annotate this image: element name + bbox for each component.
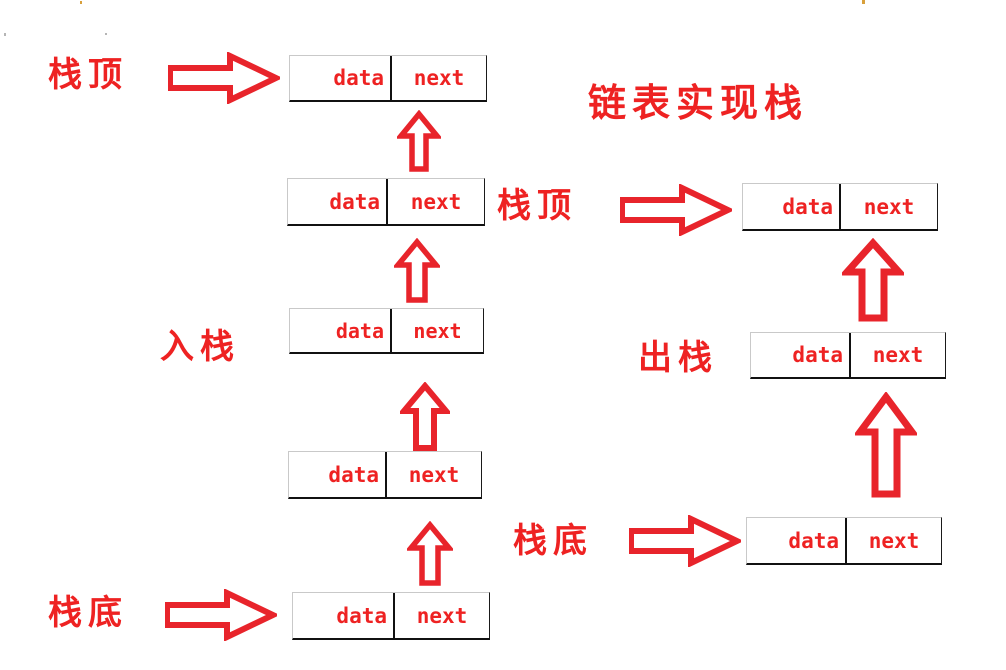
scan-speck [4, 33, 6, 36]
list-node: data next [750, 332, 946, 379]
scan-speck [862, 0, 865, 4]
list-node: data next [287, 178, 485, 226]
arrow-right-outline-icon [629, 515, 741, 567]
node-data-cell: data [336, 603, 387, 628]
node-next-cell: next [839, 184, 937, 229]
scan-speck [105, 33, 107, 35]
node-next-cell: next [386, 179, 484, 224]
node-data-cell: data [328, 462, 379, 487]
right-stack-bottom-label: 栈底 [513, 521, 593, 561]
scan-speck [80, 1, 82, 4]
node-next-cell: next [390, 56, 486, 100]
node-next-cell: next [390, 309, 483, 352]
node-next-cell: next [393, 593, 489, 638]
node-data-cell: data [335, 318, 384, 343]
list-node: data next [288, 451, 482, 499]
node-next-cell: next [845, 518, 941, 563]
list-node: data next [289, 55, 487, 102]
arrow-up-outline-icon [407, 521, 453, 587]
left-stack-bottom-label: 栈底 [48, 593, 128, 633]
diagram-title: 链表实现栈 [588, 80, 809, 125]
node-data-cell: data [329, 189, 380, 214]
push-section-label: 入栈 [160, 327, 240, 367]
node-next-cell: next [385, 452, 481, 497]
arrow-up-outline-icon [394, 238, 440, 304]
list-node: data next [742, 183, 938, 231]
right-stack-top-label: 栈顶 [497, 186, 577, 226]
node-data-cell: data [792, 343, 843, 367]
pop-section-label: 出栈 [638, 338, 718, 378]
list-node: data next [746, 517, 942, 565]
arrow-right-outline-icon [168, 52, 280, 104]
list-node: data next [289, 308, 484, 354]
left-stack-top-label: 栈顶 [48, 55, 128, 95]
arrow-right-outline-icon [165, 589, 277, 641]
arrow-up-outline-icon [397, 110, 441, 172]
node-next-cell: next [849, 333, 945, 377]
node-data-cell: data [782, 194, 833, 219]
arrow-up-outline-icon [855, 392, 917, 498]
arrow-right-outline-icon [620, 184, 732, 236]
arrow-up-outline-icon [842, 238, 904, 322]
arrow-up-outline-icon [400, 382, 450, 452]
node-data-cell: data [788, 528, 839, 553]
list-node: data next [292, 592, 490, 640]
node-data-cell: data [333, 66, 384, 90]
